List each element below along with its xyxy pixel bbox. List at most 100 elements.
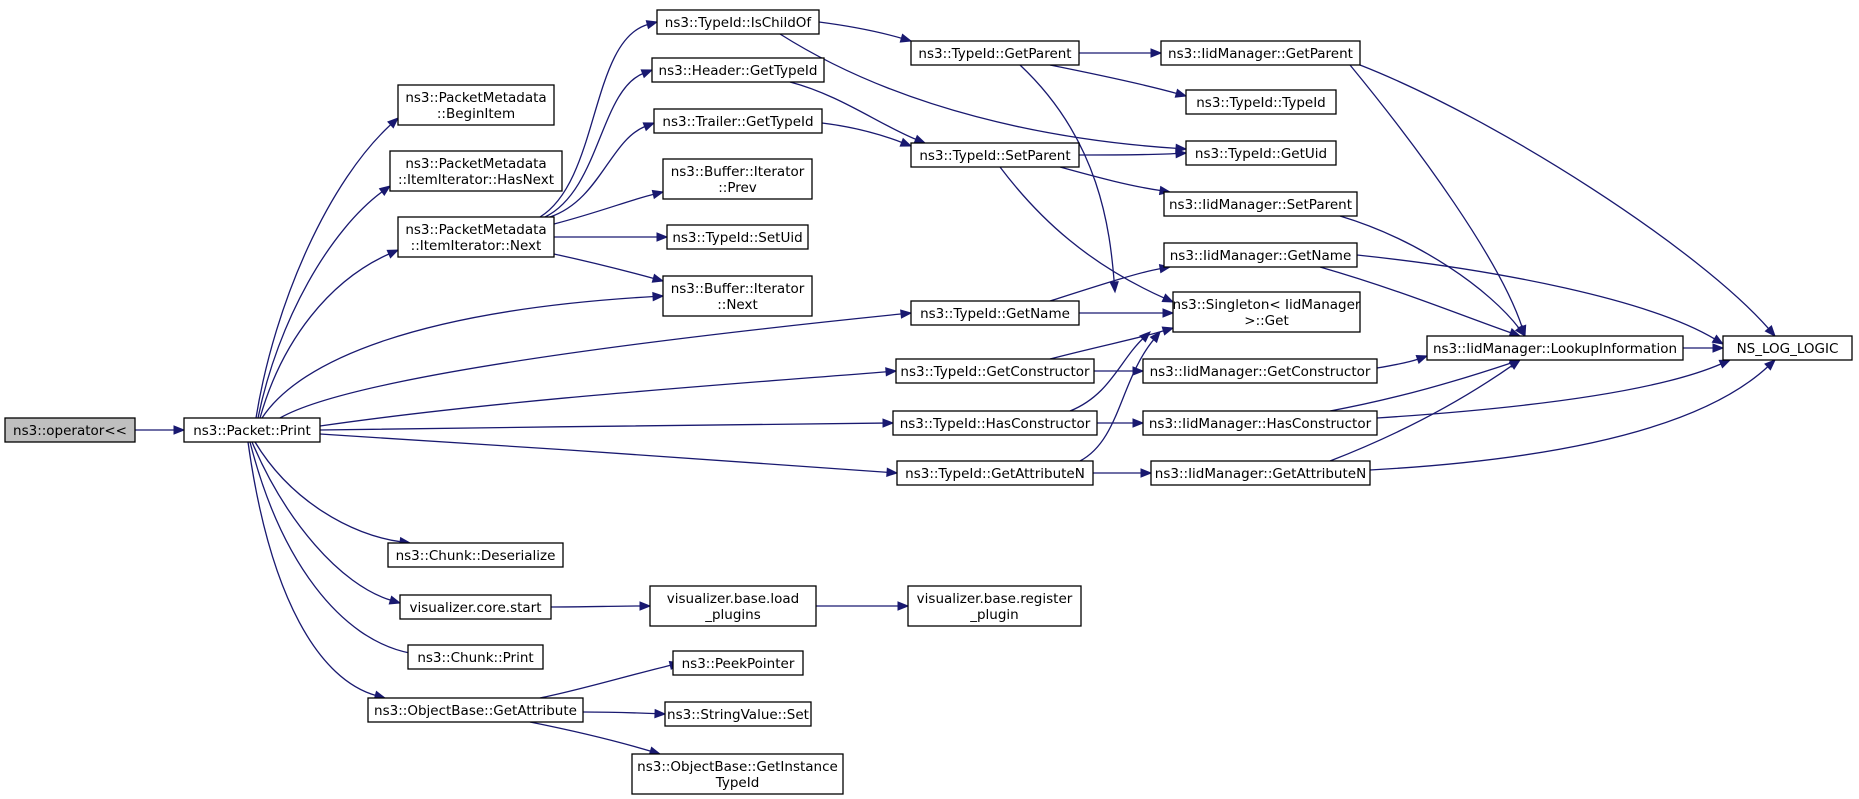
node-box xyxy=(662,275,813,317)
edge-line xyxy=(549,125,646,218)
node-label: ns3::Buffer::Iterator xyxy=(671,164,805,180)
node-label: TypeId xyxy=(715,775,760,791)
node-box xyxy=(662,158,813,200)
node-n5[interactable]: ns3::Buffer::Iterator::Next xyxy=(662,275,813,317)
node-n13[interactable]: ns3::ObjectBase::GetAttribute xyxy=(367,697,584,723)
node-n29[interactable]: ns3::IidManager::GetAttributeN xyxy=(1150,460,1371,486)
node-n26[interactable]: ns3::Singleton< IidManager >::Get xyxy=(1172,291,1361,333)
edge-n20-n26 xyxy=(999,166,1175,303)
edge-arrowhead xyxy=(656,232,669,242)
node-n4[interactable]: ns3::PacketMetadata::ItemIterator::Next xyxy=(397,216,555,258)
node-label: ns3::TypeId::HasConstructor xyxy=(900,416,1091,432)
node-n24[interactable]: ns3::IidManager::SetParent xyxy=(1163,191,1358,217)
edge-n14-n19 xyxy=(818,21,913,43)
node-n22[interactable]: ns3::TypeId::TypeId xyxy=(1185,89,1337,115)
edge-arrowhead xyxy=(386,249,400,259)
node-n28[interactable]: ns3::IidManager::HasConstructor xyxy=(1142,410,1378,436)
node-n6[interactable]: ns3::TypeId::GetName xyxy=(910,300,1080,326)
edge-n1-n9 xyxy=(319,433,899,477)
edge-line xyxy=(247,441,377,697)
node-n1[interactable]: ns3::Packet::Print xyxy=(183,417,321,443)
edge-line xyxy=(254,441,402,543)
edge-line xyxy=(1059,166,1162,192)
node-n9[interactable]: ns3::TypeId::GetAttributeN xyxy=(896,460,1094,486)
edge-arrowhead xyxy=(1415,355,1429,364)
node-label: _plugin xyxy=(969,607,1019,623)
node-n34[interactable]: ns3::PeekPointer xyxy=(672,650,804,676)
node-label: ns3::Chunk::Print xyxy=(417,650,533,666)
edge-arrowhead xyxy=(651,189,665,200)
node-label: ns3::IidManager::GetAttributeN xyxy=(1155,466,1366,482)
node-n7[interactable]: ns3::TypeId::GetConstructor xyxy=(895,358,1095,384)
edge-line xyxy=(553,193,655,225)
edge-line xyxy=(251,441,392,602)
node-n0[interactable]: ns3::operator<< xyxy=(4,417,136,443)
node-n18[interactable]: ns3::TypeId::SetUid xyxy=(666,224,809,250)
edge-line xyxy=(255,123,392,419)
node-n15[interactable]: ns3::Header::GetTypeId xyxy=(651,57,825,83)
node-box xyxy=(183,417,321,443)
edge-arrowhead xyxy=(1140,468,1153,478)
node-n21[interactable]: ns3::IidManager::GetParent xyxy=(1160,40,1361,66)
edge-arrowhead xyxy=(1712,343,1725,353)
edge-arrowhead xyxy=(387,117,399,129)
node-label: ns3::ObjectBase::GetInstance xyxy=(637,759,838,775)
edge-arrowhead xyxy=(1132,418,1145,428)
node-box xyxy=(672,650,804,676)
node-n25[interactable]: ns3::IidManager::GetName xyxy=(1163,242,1358,268)
node-n35[interactable]: ns3::StringValue::Set xyxy=(664,701,812,727)
edge-n4-n18 xyxy=(554,232,669,242)
edge-arrowhead xyxy=(900,309,913,319)
node-n16[interactable]: ns3::Trailer::GetTypeId xyxy=(653,108,823,134)
edge-n30-n31 xyxy=(1683,343,1725,353)
node-label: visualizer.core.start xyxy=(409,600,541,616)
node-n23[interactable]: ns3::TypeId::GetUid xyxy=(1185,140,1337,166)
node-n27[interactable]: ns3::IidManager::GetConstructor xyxy=(1142,358,1378,384)
edge-arrowhead xyxy=(899,137,913,147)
node-n14[interactable]: ns3::TypeId::IsChildOf xyxy=(656,9,820,35)
node-label: ::BeginItem xyxy=(437,106,515,122)
edge-line xyxy=(1376,363,1723,419)
edge-arrowhead xyxy=(652,291,665,302)
node-n20[interactable]: ns3::TypeId::SetParent xyxy=(910,142,1080,168)
node-n10[interactable]: ns3::Chunk::Deserialize xyxy=(387,542,564,568)
node-n30[interactable]: ns3::IidManager::LookupInformation xyxy=(1426,335,1684,361)
node-n3[interactable]: ns3::PacketMetadata::ItemIterator::HasNe… xyxy=(389,150,563,192)
node-label: ::ItemIterator::Next xyxy=(411,238,542,254)
node-n32[interactable]: visualizer.base.load_plugins xyxy=(649,585,817,627)
edge-arrowhead xyxy=(897,601,910,611)
node-n31[interactable]: NS_LOG_LOGIC xyxy=(1722,335,1853,361)
node-label: ns3::TypeId::GetAttributeN xyxy=(905,466,1085,482)
node-n17[interactable]: ns3::Buffer::Iterator::Prev xyxy=(662,158,813,200)
edge-n7-n26 xyxy=(1049,326,1175,360)
node-label: ns3::Header::GetTypeId xyxy=(659,63,818,79)
edge-n0-n1 xyxy=(135,425,186,435)
node-n2[interactable]: ns3::PacketMetadata::BeginItem xyxy=(397,84,555,126)
edge-line xyxy=(582,711,657,715)
node-n12[interactable]: ns3::Chunk::Print xyxy=(407,644,544,670)
edge-line xyxy=(821,122,903,144)
node-n19[interactable]: ns3::TypeId::GetParent xyxy=(910,40,1080,66)
node-n33[interactable]: visualizer.base.register_plugin xyxy=(907,585,1082,627)
node-box xyxy=(387,542,564,568)
edge-n20-n24 xyxy=(1059,166,1172,196)
node-label: ns3::TypeId::IsChildOf xyxy=(665,15,813,31)
edge-n6-n26 xyxy=(1079,308,1175,318)
edge-n1-n2 xyxy=(255,117,399,419)
node-box xyxy=(910,142,1080,168)
node-label: ::Next xyxy=(717,297,758,313)
edge-n6-n25 xyxy=(1049,264,1172,302)
node-n11[interactable]: visualizer.core.start xyxy=(399,594,552,620)
node-label: ns3::TypeId::TypeId xyxy=(1196,95,1326,111)
node-label: ns3::Packet::Print xyxy=(193,423,311,439)
node-box xyxy=(1142,410,1378,436)
node-n8[interactable]: ns3::TypeId::HasConstructor xyxy=(892,410,1098,436)
edge-line xyxy=(319,422,885,431)
node-box xyxy=(1172,291,1361,333)
edge-line xyxy=(529,721,652,753)
edge-n21-n30 xyxy=(1349,64,1527,338)
node-box xyxy=(664,701,812,727)
edge-n1-n7 xyxy=(319,367,898,427)
edge-line xyxy=(789,81,917,141)
